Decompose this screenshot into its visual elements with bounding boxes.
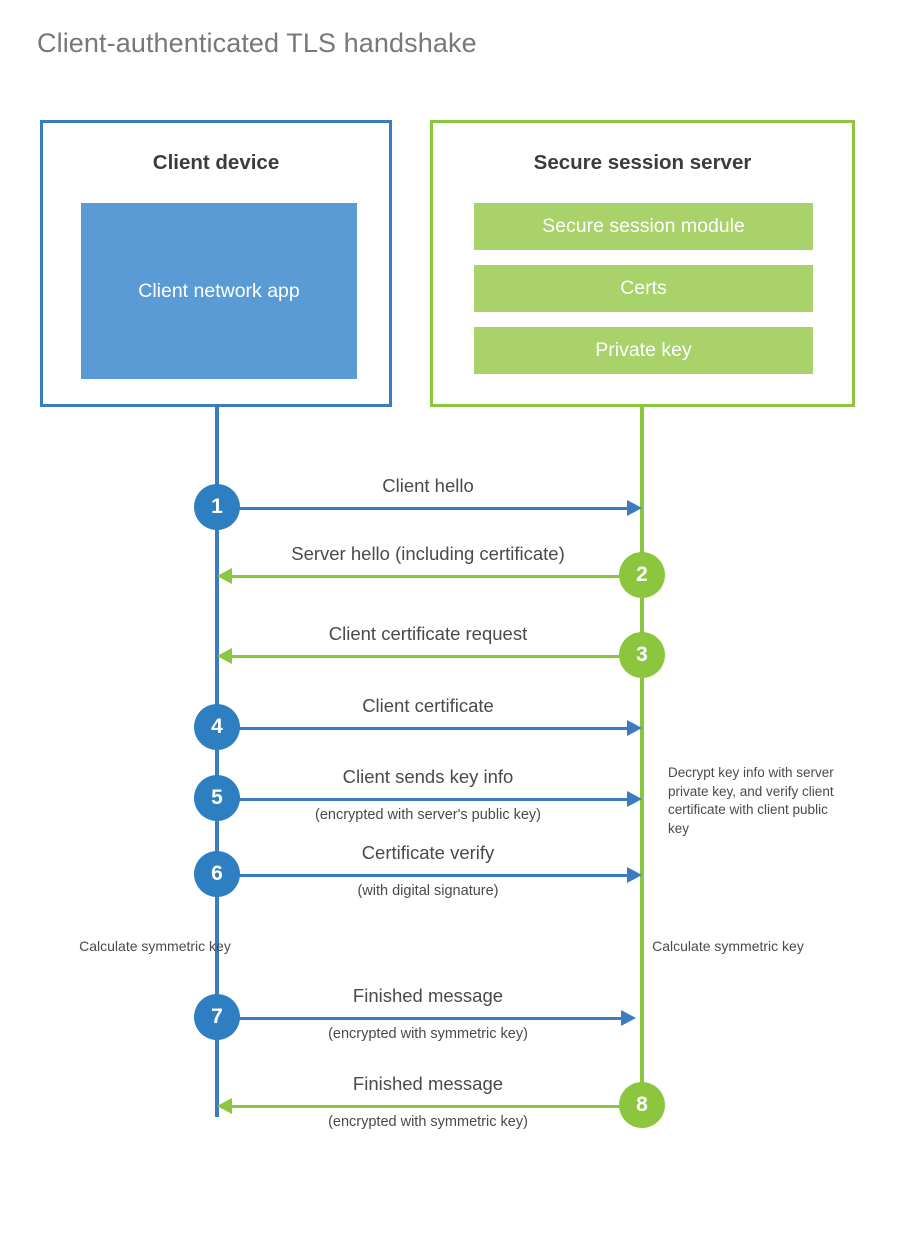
message-label-4: Client certificate [362,695,494,716]
page-title: Client-authenticated TLS handshake [37,28,477,58]
client-device-box: Client device Client network app [40,120,392,407]
step-circle-3: 3 [619,632,665,678]
step-circle-4: 4 [194,704,240,750]
server-decrypt-annotation: Decrypt key info with server private key… [668,765,834,836]
message-label-1: Client hello [382,475,474,496]
server-lifeline [640,404,644,1105]
message-sublabel-8: (encrypted with symmetric key) [328,1114,528,1130]
message-label-3: Client certificate request [328,623,528,644]
message-sublabel-6: (with digital signature) [357,883,499,899]
message-line-6 [217,874,628,877]
message-line-8 [232,1105,642,1108]
arrowhead-left-icon [217,648,232,664]
step-circle-6: 6 [194,851,240,897]
message-label-8: Finished message [352,1073,504,1094]
message-line-2 [232,575,642,578]
step-circle-2: 2 [619,552,665,598]
step-circle-8: 8 [619,1082,665,1128]
message-sublabel-5: (encrypted with server's public key) [315,807,541,823]
client-device-title: Client device [152,151,280,174]
client-lifeline [215,404,219,1117]
step-circle-7: 7 [194,994,240,1040]
message-line-5 [217,798,628,801]
arrowhead-right-icon [627,867,642,883]
message-label-2: Server hello (including certificate) [291,543,565,564]
server-calculate-symmetric-key-annotation: Calculate symmetric key [652,938,804,954]
client-network-app-block: Client network app [81,203,357,379]
message-label-5: Client sends key info [342,766,514,787]
step-circle-5: 5 [194,775,240,821]
arrowhead-right-icon [627,500,642,516]
server-component-private-key: Private key [474,327,813,374]
message-line-4 [217,727,628,730]
message-label-7: Finished message [352,985,504,1006]
step-circle-1: 1 [194,484,240,530]
arrowhead-left-icon [217,568,232,584]
arrowhead-right-icon [621,1010,636,1026]
secure-session-server-title: Secure session server [533,151,752,174]
message-line-1 [217,507,628,510]
message-line-7 [217,1017,622,1020]
arrowhead-left-icon [217,1098,232,1114]
arrowhead-right-icon [627,791,642,807]
secure-session-server-box: Secure session server Secure session mod… [430,120,855,407]
arrowhead-right-icon [627,720,642,736]
message-label-6: Certificate verify [361,842,495,863]
message-sublabel-7: (encrypted with symmetric key) [328,1026,528,1042]
server-component-secure-session-module: Secure session module [474,203,813,250]
client-calculate-symmetric-key-annotation: Calculate symmetric key [79,938,231,954]
server-component-certs: Certs [474,265,813,312]
message-line-3 [232,655,642,658]
